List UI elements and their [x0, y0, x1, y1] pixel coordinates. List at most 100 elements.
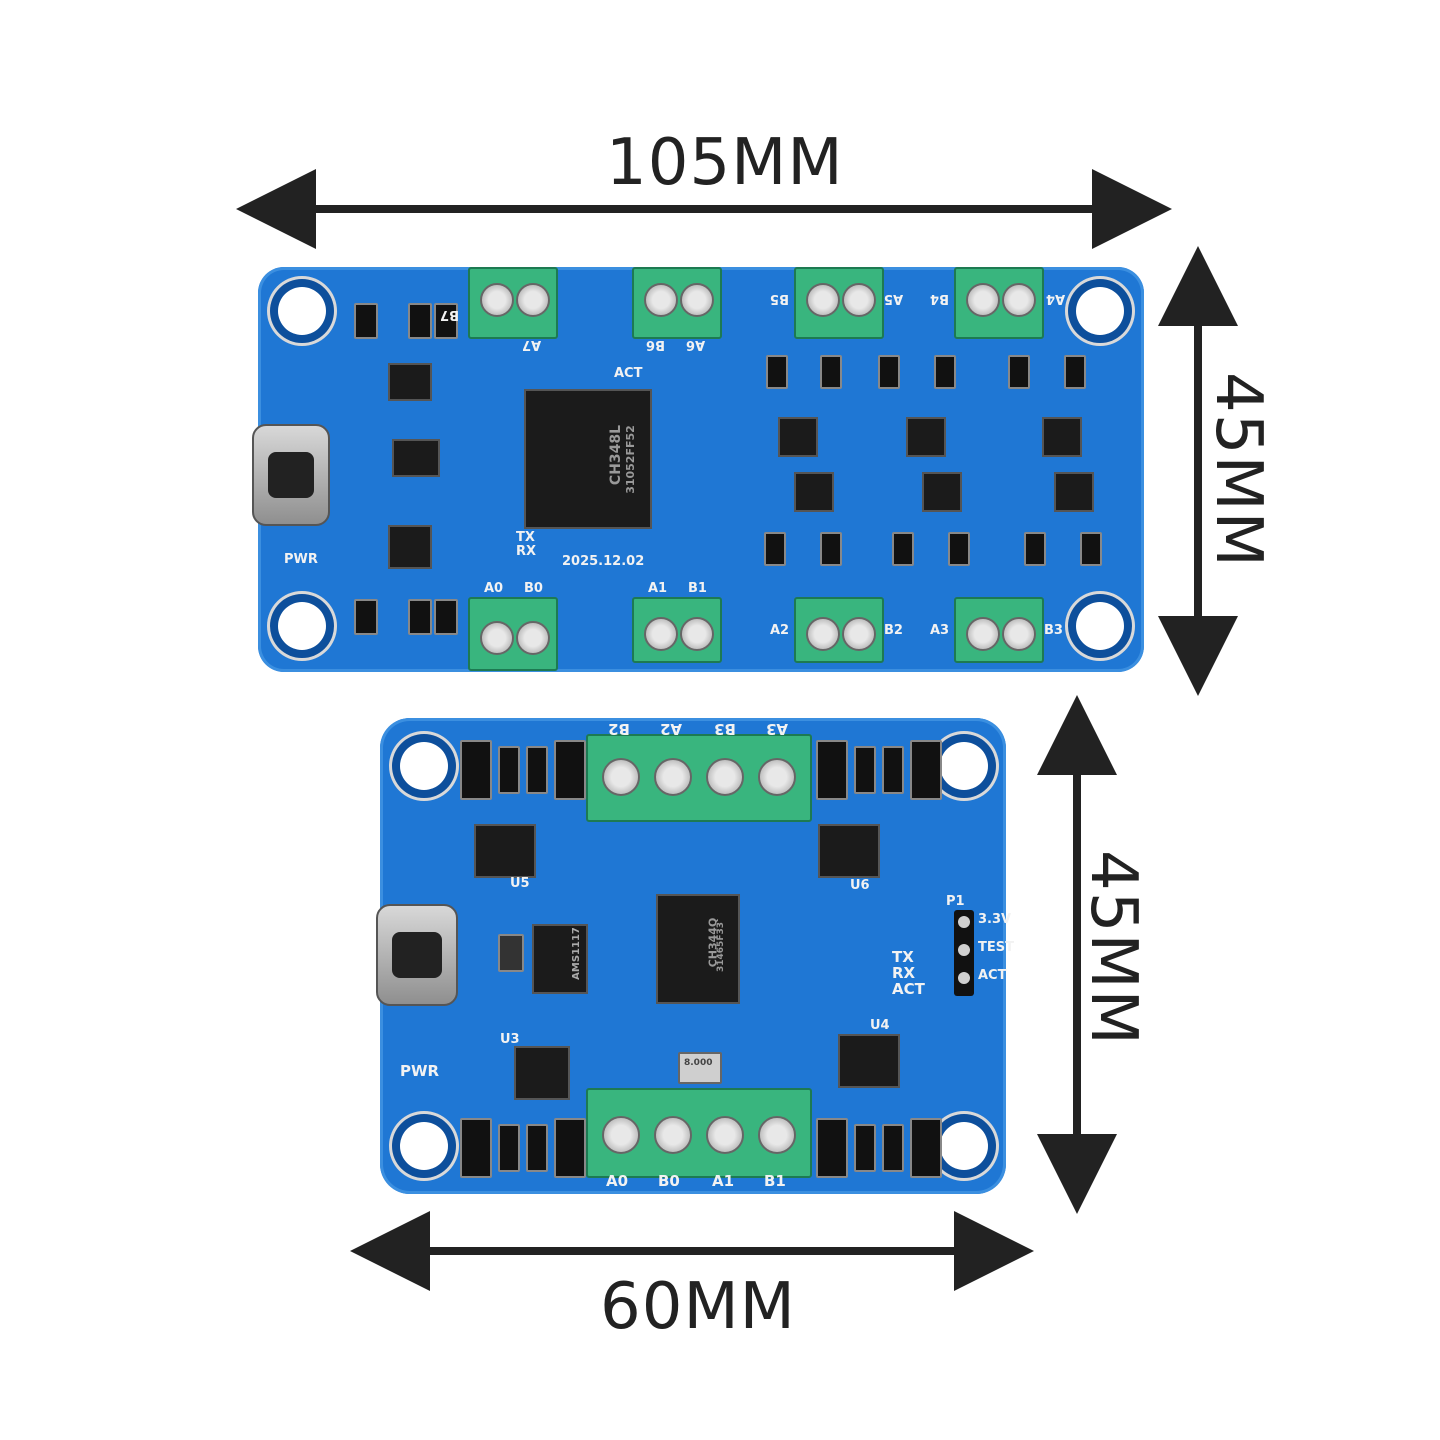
terminal-block-a0-b0[interactable] [468, 597, 558, 671]
mount-hole [940, 742, 988, 790]
tvs-diode [460, 1118, 492, 1178]
label-b4: B4 [930, 291, 949, 306]
header-label-test: TEST [978, 940, 1014, 955]
label-a1: A1 [648, 581, 668, 596]
diode [820, 355, 842, 389]
ic [906, 417, 946, 457]
regulator-label: AMS1117 [570, 927, 582, 980]
label-a2: A2 [770, 623, 790, 638]
screw [644, 283, 678, 317]
label-b2: B2 [884, 623, 903, 638]
crystal: 8.000 [678, 1052, 722, 1084]
rx-label: RX [892, 964, 916, 982]
bottom-height-label: 45MM [1076, 850, 1150, 1046]
top-width-label: 105MM [606, 126, 844, 200]
screw [1002, 283, 1036, 317]
label-a2: A2 [660, 720, 683, 738]
tvs-diode [554, 740, 586, 800]
screw [516, 283, 550, 317]
diode [1064, 355, 1086, 389]
mount-hole [940, 1122, 988, 1170]
transceiver-u3 [514, 1046, 570, 1100]
screw [480, 283, 514, 317]
resistor [498, 1124, 520, 1172]
screw [680, 617, 714, 651]
label-u6: U6 [850, 878, 870, 893]
mount-hole [278, 602, 326, 650]
screw [602, 758, 640, 796]
ic [388, 525, 432, 569]
header-label-3v3: 3.3V [978, 912, 1012, 927]
label-b0: B0 [658, 1172, 680, 1190]
label-a4: A4 [1046, 291, 1066, 306]
terminal-block-a6-b6[interactable] [632, 267, 722, 339]
tvs-diode [910, 1118, 942, 1178]
screw [758, 758, 796, 796]
transceiver-u5 [474, 824, 536, 878]
terminal-block-bottom[interactable] [586, 1088, 812, 1178]
diode [1008, 355, 1030, 389]
label-a0: A0 [484, 581, 504, 596]
label-b6: B6 [646, 337, 665, 352]
diode [354, 303, 378, 339]
pin [958, 944, 970, 956]
diode [1024, 532, 1046, 566]
label-a1: A1 [712, 1172, 735, 1190]
screw [842, 283, 876, 317]
header-ref: P1 [946, 894, 965, 909]
pin [958, 972, 970, 984]
ic [922, 472, 962, 512]
terminal-block-a1-b1[interactable] [632, 597, 722, 663]
diode [766, 355, 788, 389]
act-label: ACT [892, 980, 925, 998]
usb-c-connector[interactable] [252, 424, 330, 526]
label-a7: A7 [522, 337, 542, 352]
label-u3: U3 [500, 1032, 520, 1047]
screw [602, 1116, 640, 1154]
screw [654, 1116, 692, 1154]
pin [958, 916, 970, 928]
main-chip: CH344Q 31465F33 [656, 894, 740, 1004]
tx-label: TX [892, 948, 914, 966]
screw [842, 617, 876, 651]
chip-code: 31465F33 [715, 922, 726, 972]
tvs-diode [816, 740, 848, 800]
terminal-block-top[interactable] [586, 734, 812, 822]
screw [516, 621, 550, 655]
usb-c-connector[interactable] [376, 904, 458, 1006]
screw [758, 1116, 796, 1154]
regulator: AMS1117 [532, 924, 588, 994]
label-a3: A3 [766, 720, 789, 738]
terminal-block-a7-b7[interactable] [468, 267, 558, 339]
diode [820, 532, 842, 566]
rx-label: RX [516, 544, 537, 559]
label-b3: B3 [1044, 623, 1063, 638]
pwr-label: PWR [284, 552, 318, 567]
diode [408, 303, 432, 339]
terminal-block-a3-b3[interactable] [954, 597, 1044, 663]
crystal-label: 8.000 [684, 1058, 713, 1068]
pwr-label: PWR [400, 1062, 440, 1080]
screw [806, 617, 840, 651]
ic [1054, 472, 1094, 512]
diode [434, 303, 458, 339]
regulator [392, 439, 440, 477]
terminal-block-a2-b2[interactable] [794, 597, 884, 663]
terminal-block-a5-b5[interactable] [794, 267, 884, 339]
chip-code: 31052FF52 [623, 425, 637, 494]
resistor [526, 1124, 548, 1172]
chip-label: CH348L [608, 424, 625, 486]
label-b3: B3 [714, 720, 736, 738]
main-chip: CH348L 31052FF52 [524, 389, 652, 529]
terminal-block-a4-b4[interactable] [954, 267, 1044, 339]
tx-label: TX [516, 530, 535, 545]
mount-hole [1076, 287, 1124, 335]
resistor [526, 746, 548, 794]
resistor [854, 1124, 876, 1172]
diode [1080, 532, 1102, 566]
screw [966, 283, 1000, 317]
label-b5: B5 [770, 291, 789, 306]
label-b2: B2 [608, 720, 630, 738]
transceiver-u4 [838, 1034, 900, 1088]
